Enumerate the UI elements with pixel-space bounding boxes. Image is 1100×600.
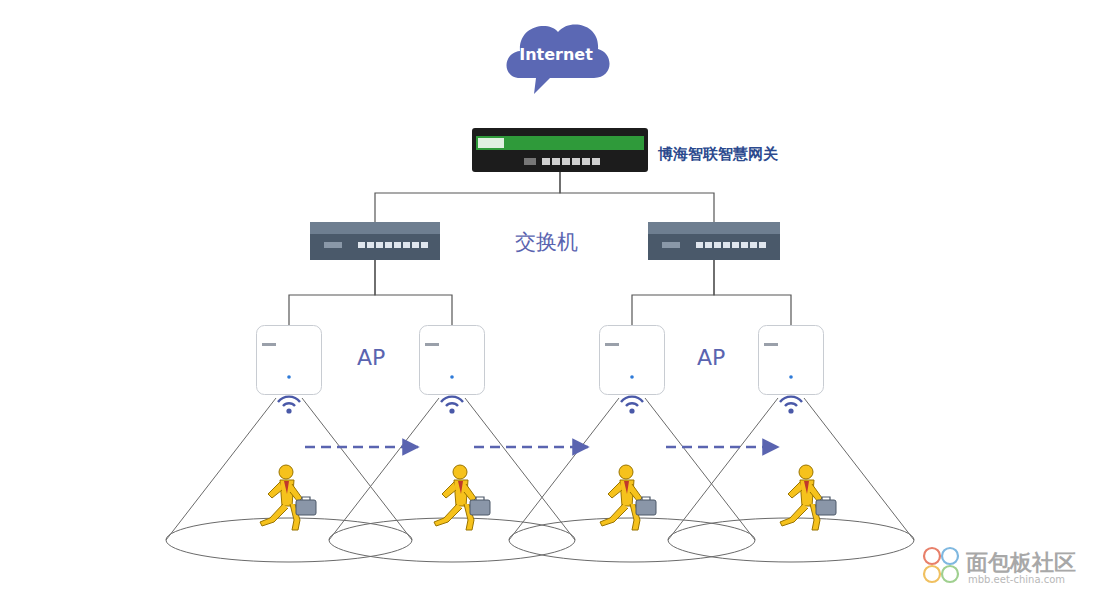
- network-cable: [375, 260, 452, 325]
- gateway-device-outline: [472, 128, 648, 172]
- access-point-outline: [419, 325, 485, 395]
- ap-label: AP: [697, 345, 725, 370]
- network-switch: [310, 222, 440, 260]
- access-point-outline: [599, 325, 665, 395]
- switch-label: 交换机: [515, 228, 578, 256]
- network-cable: [714, 260, 791, 325]
- access-point: [758, 325, 824, 395]
- roaming-arrows: [305, 446, 778, 449]
- gateway-device: 博海智联智慧网关: [472, 128, 648, 172]
- watermark-logo: [924, 548, 958, 582]
- ap-label: AP: [357, 345, 385, 370]
- network-cable: [289, 260, 375, 325]
- network-cable: [375, 172, 560, 222]
- network-switch-outline: [648, 222, 780, 260]
- watermark-text: 面包板社区: [966, 548, 1076, 578]
- walking-people: [260, 465, 836, 530]
- access-point: [599, 325, 665, 395]
- network-switch: [648, 222, 780, 260]
- watermark-url: mbb.eet-china.com: [968, 574, 1065, 585]
- wifi-icons: [278, 397, 802, 414]
- access-point: [256, 325, 322, 395]
- network-switch-outline: [310, 222, 440, 260]
- coverage-cones: [166, 398, 914, 562]
- access-point-outline: [758, 325, 824, 395]
- access-point: [419, 325, 485, 395]
- network-cable: [560, 172, 714, 222]
- device-label: 博海智联智慧网关: [658, 145, 778, 164]
- network-cable: [632, 260, 714, 325]
- access-point-outline: [256, 325, 322, 395]
- cloud-label: Internet: [519, 45, 593, 64]
- internet-cloud: Internet: [500, 18, 612, 96]
